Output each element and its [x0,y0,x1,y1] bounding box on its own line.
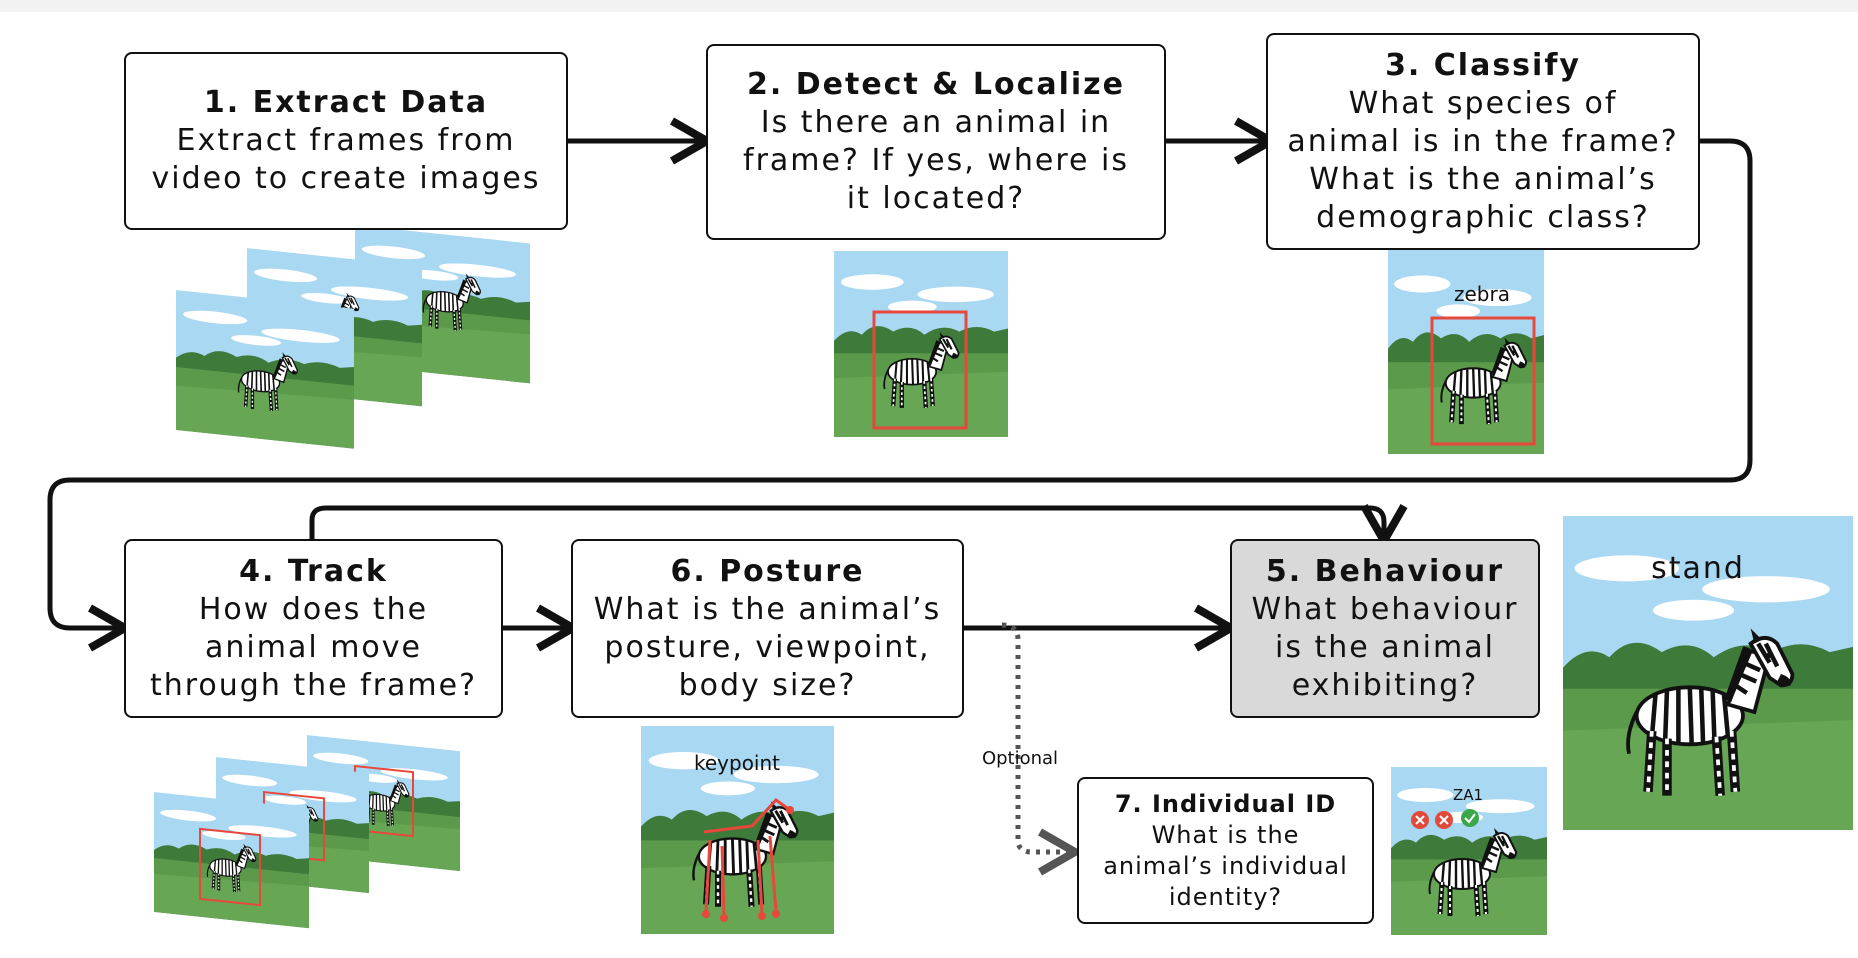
bounding-box [872,310,968,430]
detect-image [834,251,1008,437]
step-desc-line: What is the animal’s [1309,161,1657,197]
posture-label: keypoint [694,751,780,775]
step-desc-line: Is there an animal in [760,105,1112,140]
step-desc-line: frame? If yes, where is [743,143,1129,178]
connector-arrows [47,117,1753,652]
step-desc-line: Extract frames from [176,123,516,158]
step-desc-line: What behaviour [1251,591,1519,627]
step-desc-line: How does the [198,591,429,627]
step-title: 4. Track [239,553,388,589]
step-behaviour: 5. Behaviour What behaviour is the anima… [1230,539,1540,718]
classify-image: zebra [1388,250,1544,454]
step-title: 6. Posture [670,553,865,589]
cross-icon [1435,811,1453,829]
step-desc-line: video to create images [151,161,541,196]
individual-image: ZA1 [1391,767,1547,935]
step-title: 5. Behaviour [1265,553,1505,589]
step-individual-id: 7. Individual ID What is the animal’s in… [1077,777,1374,924]
cross-icon [1411,811,1429,829]
check-icon [1461,809,1479,827]
step-desc-line: posture, viewpoint, [604,629,931,665]
step-desc-line: What is the [1151,820,1300,849]
arrow-3-to-4 [47,138,1753,652]
optional-label: Optional [982,748,1058,769]
step-posture: 6. Posture What is the animal’s posture,… [571,539,964,718]
step-classify: 3. Classify What species of animal is in… [1266,33,1700,250]
step-desc-line: identity? [1168,882,1283,911]
behaviour-image: stand [1563,516,1853,830]
step-desc-line: body size? [678,667,857,703]
posture-image: keypoint [641,726,834,934]
individual-label: ZA1 [1453,786,1483,804]
step-extract-data: 1. Extract Data Extract frames from vide… [124,52,568,230]
step-desc-line: animal is in the frame? [1287,123,1679,159]
step-title: 1. Extract Data [203,85,489,120]
keypoint-skeleton [703,798,791,917]
step-desc-line: exhibiting? [1291,667,1479,703]
arrow-4-to-5 [309,504,1408,550]
step-desc-line: What species of [1348,85,1618,121]
step-track: 4. Track How does the animal move throug… [124,539,503,718]
step-desc-line: is the animal [1275,629,1495,665]
step-desc-line: animal’s individual [1103,851,1348,880]
step-desc-line: through the frame? [149,667,478,703]
step-detect-localize: 2. Detect & Localize Is there an animal … [706,44,1166,240]
classify-label: zebra [1454,282,1510,306]
step-desc-line: animal move [205,629,422,665]
step-title: 2. Detect & Localize [747,67,1125,102]
cropped-header-strip [0,0,1858,12]
step-title: 3. Classify [1385,47,1581,83]
step-desc-line: it located? [846,181,1026,216]
bounding-box [1430,316,1536,446]
step-desc-line: What is the animal’s [593,591,942,627]
step-title: 7. Individual ID [1114,789,1337,818]
behaviour-label: stand [1651,551,1745,586]
track-image [154,735,460,929]
arrow-optional-to-7 [1001,622,1084,876]
extract-frames-image [176,225,530,449]
step-desc-line: demographic class? [1316,199,1650,235]
